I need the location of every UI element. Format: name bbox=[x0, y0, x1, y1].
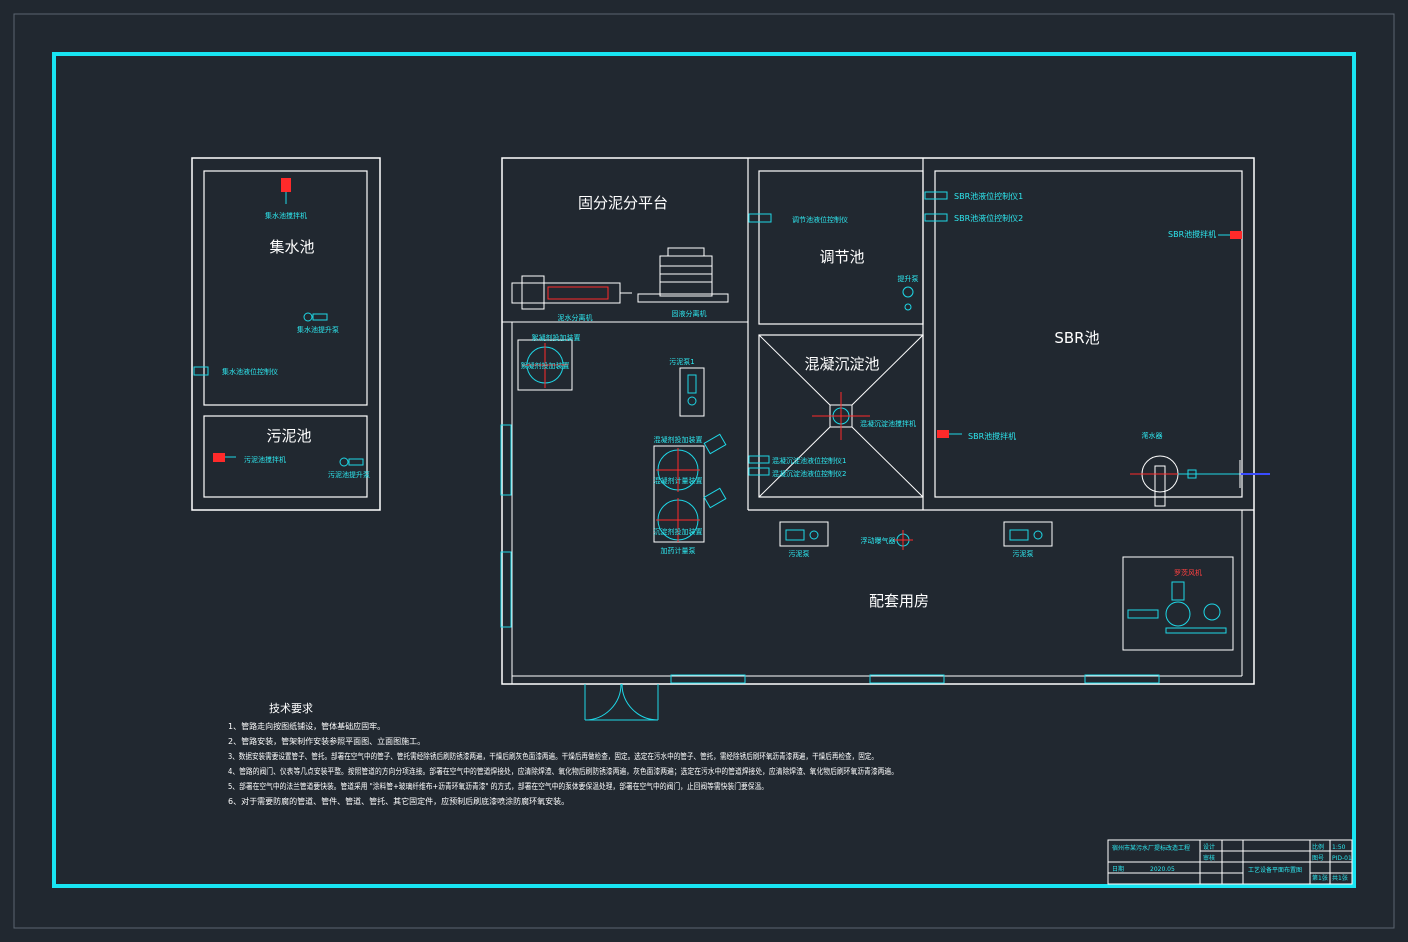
notes-title: 技术要求 bbox=[269, 702, 313, 715]
tb-date: 2020.05 bbox=[1150, 866, 1175, 873]
label-coag-mixer: 混凝沉淀池搅拌机 bbox=[860, 419, 916, 428]
roots-blower-icon bbox=[1122, 556, 1234, 651]
note-5: 5、部署在空气中的法兰管道要快装。管道采用 "涂料管+玻璃纤维布+沥青环氧沥青漆… bbox=[228, 781, 768, 791]
level-sensor-icon bbox=[748, 213, 772, 223]
note-1: 1、管路走向按图纸铺设，管体基础应固牢。 bbox=[228, 721, 385, 731]
tb-project: 宿州市某污水厂提标改造工程 bbox=[1112, 844, 1190, 852]
mixer-icon bbox=[281, 178, 291, 192]
blower-icon bbox=[779, 521, 829, 547]
tb-scale-label: 比例 bbox=[1312, 843, 1324, 851]
room-sbr-tank: SBR池 bbox=[1054, 329, 1099, 347]
label-pac-tank2: 混凝剂计量装置 bbox=[654, 476, 703, 485]
tb-date-label: 日期 bbox=[1112, 865, 1124, 873]
room-collection-tank: 集水池 bbox=[269, 238, 314, 256]
separator-icon bbox=[637, 247, 729, 303]
label-filter-press: 泥水分离机 bbox=[558, 313, 593, 322]
level-sensor-icon bbox=[924, 191, 948, 200]
label-sbr-mixer2: SBR池搅拌机 bbox=[968, 431, 1016, 441]
coag-hopper bbox=[758, 334, 924, 498]
title-block bbox=[1107, 839, 1353, 885]
drawing-frame bbox=[52, 52, 1356, 888]
level-sensor-icon bbox=[193, 366, 209, 376]
label-dosing-device: 絮凝剂投加装置 bbox=[532, 333, 581, 342]
room-support: 配套用房 bbox=[869, 592, 929, 610]
label-blower1: 污泥泵 bbox=[789, 550, 810, 558]
label-pac-tank: 混凝剂投加装置 bbox=[654, 435, 703, 444]
tb-design: 设计 bbox=[1203, 843, 1215, 851]
blower-icon bbox=[1003, 521, 1053, 547]
label-sewage-pump: 污泥泵1 bbox=[669, 358, 694, 366]
pump-icon bbox=[679, 367, 705, 417]
tb-drawing-name: 工艺设备平面布置图 bbox=[1248, 866, 1302, 874]
label-aerator: 浮动曝气器 bbox=[861, 536, 896, 545]
label-dosing-inner: 絮凝剂投加装置 bbox=[521, 361, 570, 370]
label-sbr-level1: SBR池液位控制仪1 bbox=[954, 191, 1023, 201]
label-collection-level: 集水池液位控制仪 bbox=[222, 367, 278, 376]
label-lift-pump: 提升泵 bbox=[898, 274, 919, 283]
label-collection-pump: 集水池提升泵 bbox=[297, 325, 339, 334]
sheet-border bbox=[13, 13, 1395, 929]
tb-number: PID-01 bbox=[1332, 855, 1352, 862]
left-building bbox=[191, 157, 381, 511]
label-solid-separator: 固液分离机 bbox=[672, 309, 707, 318]
mixer-icon bbox=[1230, 231, 1242, 239]
label-coag-level2: 混凝沉淀池液位控制仪2 bbox=[772, 469, 846, 478]
filter-press-icon bbox=[511, 275, 632, 310]
room-coagulation-tank: 混凝沉淀池 bbox=[804, 355, 879, 373]
label-collection-mixer: 集水池搅拌机 bbox=[265, 211, 307, 220]
tb-scale: 1:50 bbox=[1332, 844, 1346, 851]
decanter-icon bbox=[1130, 455, 1270, 507]
label-sludge-mixer: 污泥池搅拌机 bbox=[244, 455, 286, 464]
label-roots-blower: 罗茨风机 bbox=[1174, 568, 1202, 577]
tb-total: 共1张 bbox=[1332, 874, 1348, 882]
label-pam-tank: 沉淀剂投加装置 bbox=[654, 527, 703, 536]
label-decanter: 滗水器 bbox=[1142, 431, 1163, 440]
room-equalization-tank: 调节池 bbox=[819, 248, 864, 266]
pump-icon bbox=[339, 457, 349, 467]
label-dosing-pump: 加药计量泵 bbox=[661, 546, 696, 555]
note-4: 4、管路的阀门、仪表等几点安装平整。按照管道的方向分项连接。部署在空气中的管道焊… bbox=[228, 766, 898, 776]
note-6: 6、对于需要防腐的管道、管件、管道、管托、其它固定件，应预制后刷底漆喷涂防腐环氧… bbox=[228, 796, 569, 806]
level-sensor-icon bbox=[924, 213, 948, 222]
main-building bbox=[500, 157, 1255, 721]
note-3: 3、数据安装需要设置管子、管托。部署在空气中的管子、管托需经除锈后刷防锈漆两遍，… bbox=[228, 751, 878, 761]
label-eq-level: 调节池液位控制仪 bbox=[792, 215, 848, 224]
pump-icon bbox=[902, 286, 914, 298]
level-sensor-icon bbox=[748, 467, 770, 476]
tb-sheet: 第1张 bbox=[1312, 874, 1328, 882]
label-blower2: 污泥泵 bbox=[1013, 550, 1034, 558]
level-sensor-icon bbox=[748, 455, 770, 464]
mixer-icon bbox=[213, 453, 225, 462]
label-coag-level1: 混凝沉淀池液位控制仪1 bbox=[772, 456, 846, 465]
room-solids-platform: 固分泥分平台 bbox=[578, 194, 668, 212]
chemical-tank-icon bbox=[653, 433, 727, 543]
room-sludge-tank: 污泥池 bbox=[266, 427, 311, 445]
tb-review: 审核 bbox=[1203, 854, 1215, 862]
note-2: 2、管路安装，管架制作安装参照平面图、立面图施工。 bbox=[228, 736, 425, 746]
dosing-device-icon bbox=[517, 339, 573, 391]
pump-icon bbox=[303, 312, 313, 322]
label-sbr-mixer1: SBR池搅拌机 bbox=[1168, 229, 1216, 239]
mixer-icon bbox=[937, 430, 949, 438]
label-sludge-pump: 污泥池提升泵 bbox=[328, 470, 370, 479]
label-sbr-level2: SBR池液位控制仪2 bbox=[954, 213, 1023, 223]
tb-number-label: 图号 bbox=[1312, 855, 1324, 862]
